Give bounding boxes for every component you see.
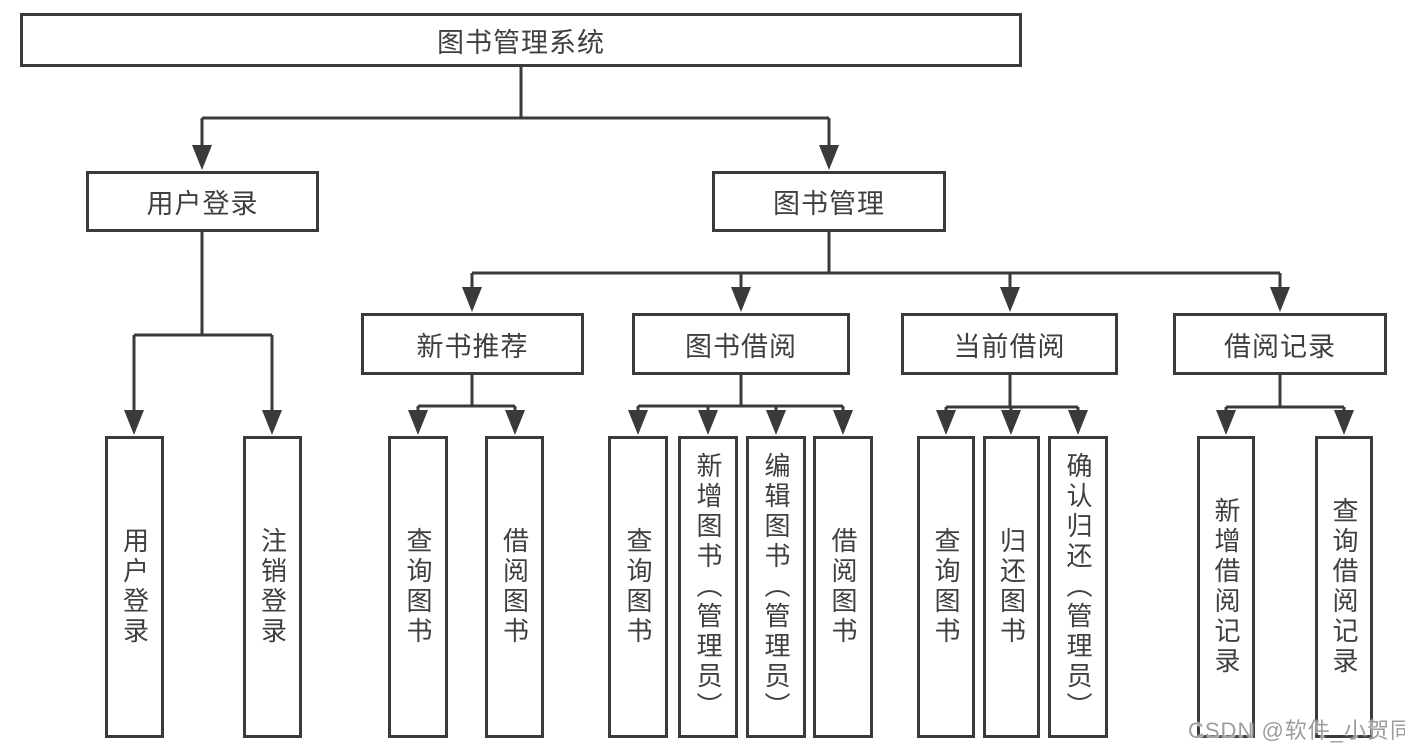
leaf-logout-login-label: 注销登录 <box>257 527 288 647</box>
connector-new-book-recommend-children <box>408 374 525 435</box>
connector-root-to-level2 <box>192 66 839 170</box>
node-user-login: 用户登录 <box>86 171 319 232</box>
node-borrow-records-label: 借阅记录 <box>1224 331 1336 362</box>
node-system-root-label: 图书管理系统 <box>437 27 605 58</box>
leaf-borrow-books-recommend: 借阅图书 <box>485 436 544 738</box>
leaf-return-books: 归还图书 <box>983 436 1040 738</box>
node-book-management-label: 图书管理 <box>773 189 885 219</box>
connector-current-borrow-children <box>936 374 1088 435</box>
leaf-edit-books-admin: 编辑图书（管理员） <box>746 436 806 738</box>
leaf-add-borrow-record: 新增借阅记录 <box>1197 436 1255 738</box>
node-new-book-recommend-label: 新书推荐 <box>416 331 529 362</box>
node-book-borrow-label: 图书借阅 <box>685 331 797 362</box>
leaf-query-borrow-record-label: 查询借阅记录 <box>1329 497 1359 677</box>
leaf-confirm-return-admin-label: 确认归还（管理员） <box>1063 452 1093 722</box>
leaf-add-books-admin-label: 新增图书（管理员） <box>693 452 723 722</box>
leaf-borrow-books-borrow-label: 借阅图书 <box>828 527 858 647</box>
node-user-login-label: 用户登录 <box>146 189 259 219</box>
leaf-query-books-borrow-label: 查询图书 <box>623 527 653 647</box>
node-current-borrow: 当前借阅 <box>901 313 1118 375</box>
leaf-query-books-borrow: 查询图书 <box>608 436 668 738</box>
leaf-add-books-admin: 新增图书（管理员） <box>678 436 738 738</box>
leaf-query-borrow-record: 查询借阅记录 <box>1315 436 1373 738</box>
node-book-borrow: 图书借阅 <box>632 313 850 375</box>
leaf-query-books-current-label: 查询图书 <box>931 527 961 647</box>
connector-borrow-records-children <box>1216 374 1354 435</box>
node-new-book-recommend: 新书推荐 <box>361 313 584 375</box>
node-book-management: 图书管理 <box>712 171 946 232</box>
leaf-query-books-current: 查询图书 <box>917 436 975 738</box>
node-current-borrow-label: 当前借阅 <box>953 331 1066 362</box>
node-system-root: 图书管理系统 <box>20 13 1022 67</box>
connector-book-borrow-children <box>628 374 853 435</box>
node-borrow-records: 借阅记录 <box>1173 313 1387 375</box>
connector-book-management-to-level3 <box>462 231 1290 312</box>
leaf-edit-books-admin-label: 编辑图书（管理员） <box>761 452 791 722</box>
connector-user-login-children <box>124 231 282 435</box>
csdn-watermark: CSDN @软件_小贺同学 <box>1188 718 1405 743</box>
leaf-borrow-books-recommend-label: 借阅图书 <box>499 527 530 647</box>
leaf-add-borrow-record-label: 新增借阅记录 <box>1211 497 1241 677</box>
leaf-return-books-label: 归还图书 <box>996 527 1027 647</box>
leaf-query-books-recommend: 查询图书 <box>388 436 448 738</box>
leaf-user-login-label: 用户登录 <box>119 527 150 647</box>
leaf-confirm-return-admin: 确认归还（管理员） <box>1048 436 1108 738</box>
leaf-query-books-recommend-label: 查询图书 <box>403 527 433 647</box>
leaf-logout-login: 注销登录 <box>243 436 302 738</box>
leaf-borrow-books-borrow: 借阅图书 <box>813 436 873 738</box>
leaf-user-login: 用户登录 <box>105 436 164 738</box>
